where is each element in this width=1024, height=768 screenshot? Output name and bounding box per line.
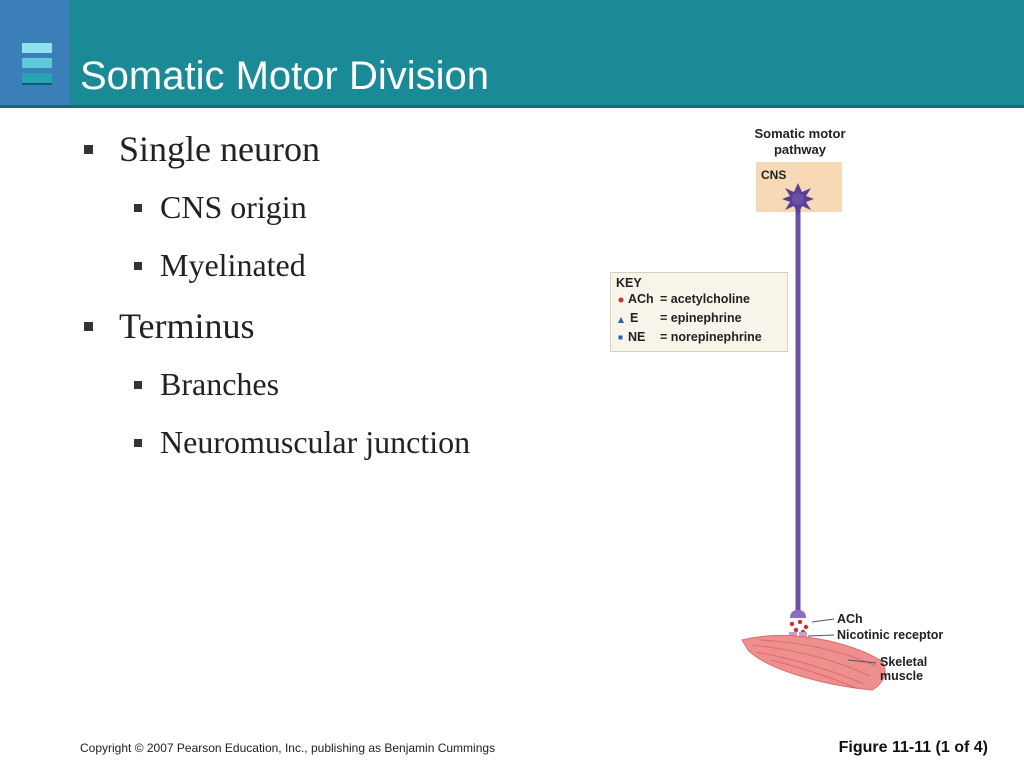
leader-line: [811, 618, 835, 623]
bullet-text: Neuromuscular junction: [160, 424, 471, 460]
bullet-text: Branches: [160, 366, 280, 402]
slide-logo: [0, 0, 70, 105]
bullet-text: Single neuron: [119, 129, 320, 169]
copyright-notice: Copyright © 2007 Pearson Education, Inc.…: [80, 741, 496, 755]
axon-terminal-icon: [790, 610, 806, 618]
logo-bar-icon: [22, 58, 52, 68]
key-abbr: NE: [628, 330, 646, 344]
cns-label: CNS: [761, 168, 787, 182]
epinephrine-marker-icon: [618, 317, 624, 323]
figure-reference: Figure 11-11 (1 of 4): [838, 739, 988, 756]
key-meaning: = acetylcholine: [660, 292, 750, 306]
key-abbr: E: [630, 311, 639, 325]
bullet-item: Terminus: [84, 305, 254, 347]
skeletal-muscle-label: Skeletal: [880, 655, 928, 669]
nicotinic-receptor-label: Nicotinic receptor: [837, 628, 944, 642]
bullet-square-icon: [84, 321, 93, 331]
key-abbr: ACh: [628, 292, 654, 306]
key-heading: KEY: [616, 276, 642, 290]
bullet-square-icon: [134, 380, 142, 389]
key-legend: [610, 272, 788, 352]
bullet-text: CNS origin: [160, 189, 307, 225]
bullet-square-icon: [134, 438, 142, 447]
leader-line: [807, 634, 835, 637]
ach-marker-icon: [618, 297, 624, 303]
key-meaning: = epinephrine: [660, 311, 742, 325]
bullet-text: Myelinated: [160, 247, 306, 283]
title-bar: Somatic Motor Division: [0, 0, 1024, 108]
norepinephrine-marker-icon: [618, 335, 623, 340]
bullet-square-icon: [134, 203, 142, 212]
logo-bar-icon: [22, 43, 52, 53]
ach-label: ACh: [837, 612, 863, 626]
leader-line: [847, 659, 877, 664]
sub-bullet-item: Neuromuscular junction: [134, 424, 470, 461]
key-meaning: = norepinephrine: [660, 330, 762, 344]
figure-title: Somatic motor pathway: [754, 126, 846, 157]
neuron-cell-body-icon: [782, 183, 814, 215]
sub-bullet-item: Branches: [134, 366, 279, 403]
logo-bar-icon: [22, 73, 52, 85]
bullet-square-icon: [134, 261, 142, 270]
skeletal-muscle-label: muscle: [880, 669, 924, 683]
slide-title: Somatic Motor Division: [80, 54, 490, 98]
sub-bullet-item: CNS origin: [134, 189, 307, 226]
bullet-text: Terminus: [119, 306, 255, 346]
sub-bullet-item: Myelinated: [134, 247, 306, 284]
bullet-square-icon: [84, 144, 93, 154]
bullet-item: Single neuron: [84, 128, 320, 170]
